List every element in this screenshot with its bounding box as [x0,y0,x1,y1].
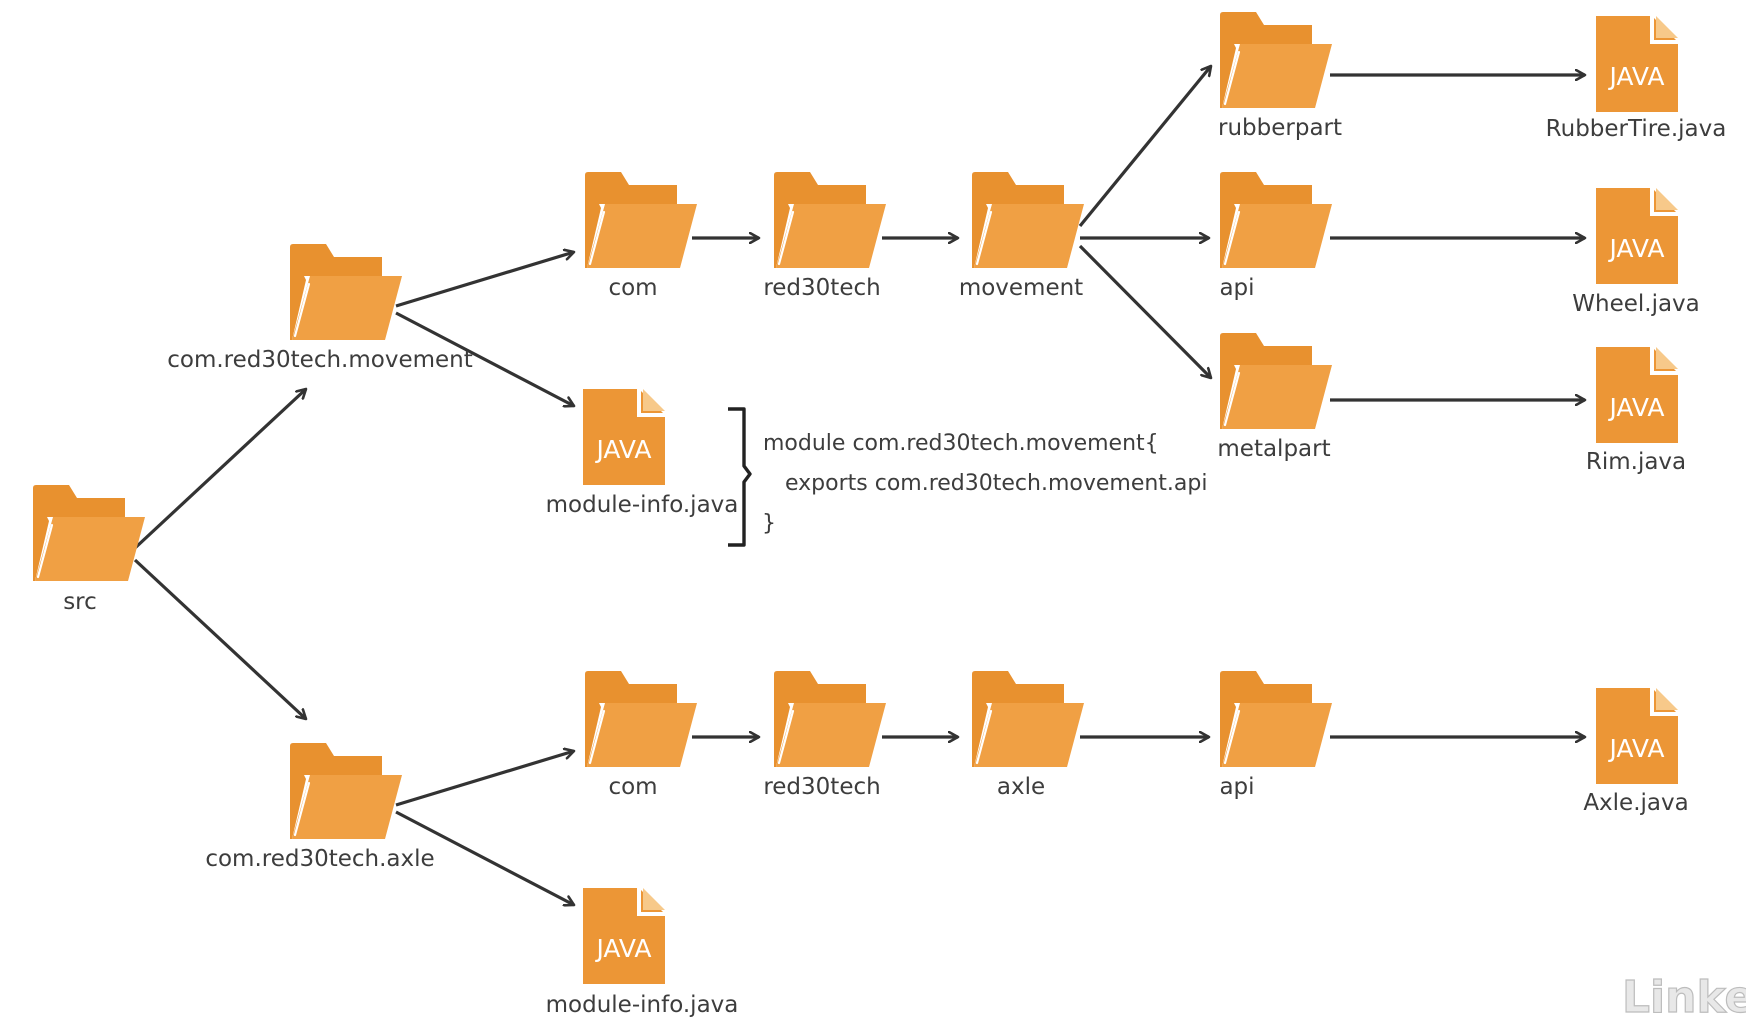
folder-icon [290,743,402,839]
node-label: Wheel.java [1572,291,1700,317]
node-m_movement[interactable]: movement [959,172,1084,301]
node-label: movement [959,275,1083,301]
node-label: rubberpart [1218,115,1342,141]
folder-icon [585,671,697,767]
node-m_moduleinfo[interactable]: JAVA module-info.java [546,389,739,518]
arrow-m_movement-to-m_metalpart [1078,244,1211,378]
node-a_moduleinfo[interactable]: JAVA module-info.java [546,888,739,1018]
node-pkg_axle[interactable]: com.red30tech.axle [205,743,435,872]
node-a_com[interactable]: com [585,671,697,800]
java-file-icon: JAVA [1596,688,1678,784]
java-badge-text: JAVA [1607,393,1664,422]
folder-icon [1220,671,1332,767]
arrow-src-to-pkg_axle [133,558,306,719]
node-label: com [608,774,657,800]
java-file-icon: JAVA [1596,347,1678,443]
module-info-code: module com.red30tech.movement{ exports c… [728,407,1207,547]
linkedin-watermark: Linked [1622,972,1746,1023]
node-m_rubberpart[interactable]: rubberpart [1218,12,1342,141]
node-m_red30tech[interactable]: red30tech [763,172,886,301]
java-file-icon: JAVA [1596,16,1678,112]
node-a_axle[interactable]: axle [972,671,1084,800]
arrow-src-to-pkg_movement [133,389,306,550]
folder-icon [774,671,886,767]
arrow-pkg_axle-to-a_moduleinfo [395,810,574,905]
module-code-line-1: module com.red30tech.movement{ [763,431,1159,456]
node-label: src [63,589,97,615]
module-code-line-2: exports com.red30tech.movement.api [785,471,1207,496]
java-badge-text: JAVA [1607,734,1664,763]
node-f_rubbertire[interactable]: JAVA RubberTire.java [1546,16,1727,142]
node-pkg_movement[interactable]: com.red30tech.movement [167,244,473,373]
node-label: red30tech [763,275,880,301]
node-label: api [1219,774,1254,800]
nodes: src com.red30tech.movement com.red30tech.a… [33,12,1726,1018]
module-code-line-3: } [762,511,776,536]
arrow-pkg_movement-to-m_moduleinfo [395,311,574,406]
java-badge-text: JAVA [1607,234,1664,263]
java-file-icon: JAVA [1596,188,1678,284]
node-label: Axle.java [1583,790,1688,816]
java-badge-text: JAVA [594,435,651,464]
node-a_api[interactable]: api [1219,671,1332,800]
node-a_red30tech[interactable]: red30tech [763,671,886,800]
node-label: axle [997,774,1045,800]
node-m_metalpart[interactable]: metalpart [1217,333,1332,462]
java-badge-text: JAVA [594,934,651,963]
folder-icon [1220,333,1332,429]
arrow-pkg_axle-to-a_com [395,751,574,807]
node-src[interactable]: src [33,485,145,615]
folder-icon [972,172,1084,268]
node-f_axle[interactable]: JAVA Axle.java [1583,688,1689,816]
node-label: metalpart [1217,436,1330,462]
java-file-icon: JAVA [583,389,665,485]
folder-icon [774,172,886,268]
folder-icon [585,172,697,268]
folder-icon [33,485,145,581]
node-f_wheel[interactable]: JAVA Wheel.java [1572,188,1700,317]
module-code-brace [728,407,752,547]
node-label: com.red30tech.axle [205,846,434,872]
node-label: com [608,275,657,301]
node-label: RubberTire.java [1546,116,1727,142]
node-label: module-info.java [546,992,739,1018]
folder-icon [1220,172,1332,268]
node-m_com[interactable]: com [585,172,697,301]
node-label: com.red30tech.movement [167,347,473,373]
arrow-m_movement-to-m_rubberpart [1078,66,1211,228]
folder-icon [972,671,1084,767]
node-label: api [1219,275,1254,301]
node-label: module-info.java [546,492,739,518]
node-label: Rim.java [1586,449,1686,475]
folder-icon [290,244,402,340]
java-file-icon: JAVA [583,888,665,984]
node-f_rim[interactable]: JAVA Rim.java [1586,347,1686,475]
node-m_api[interactable]: api [1219,172,1332,301]
folder-icon [1220,12,1332,108]
arrow-pkg_movement-to-m_com [395,252,574,308]
java-badge-text: JAVA [1607,62,1664,91]
arrows [133,66,1585,905]
node-label: red30tech [763,774,880,800]
